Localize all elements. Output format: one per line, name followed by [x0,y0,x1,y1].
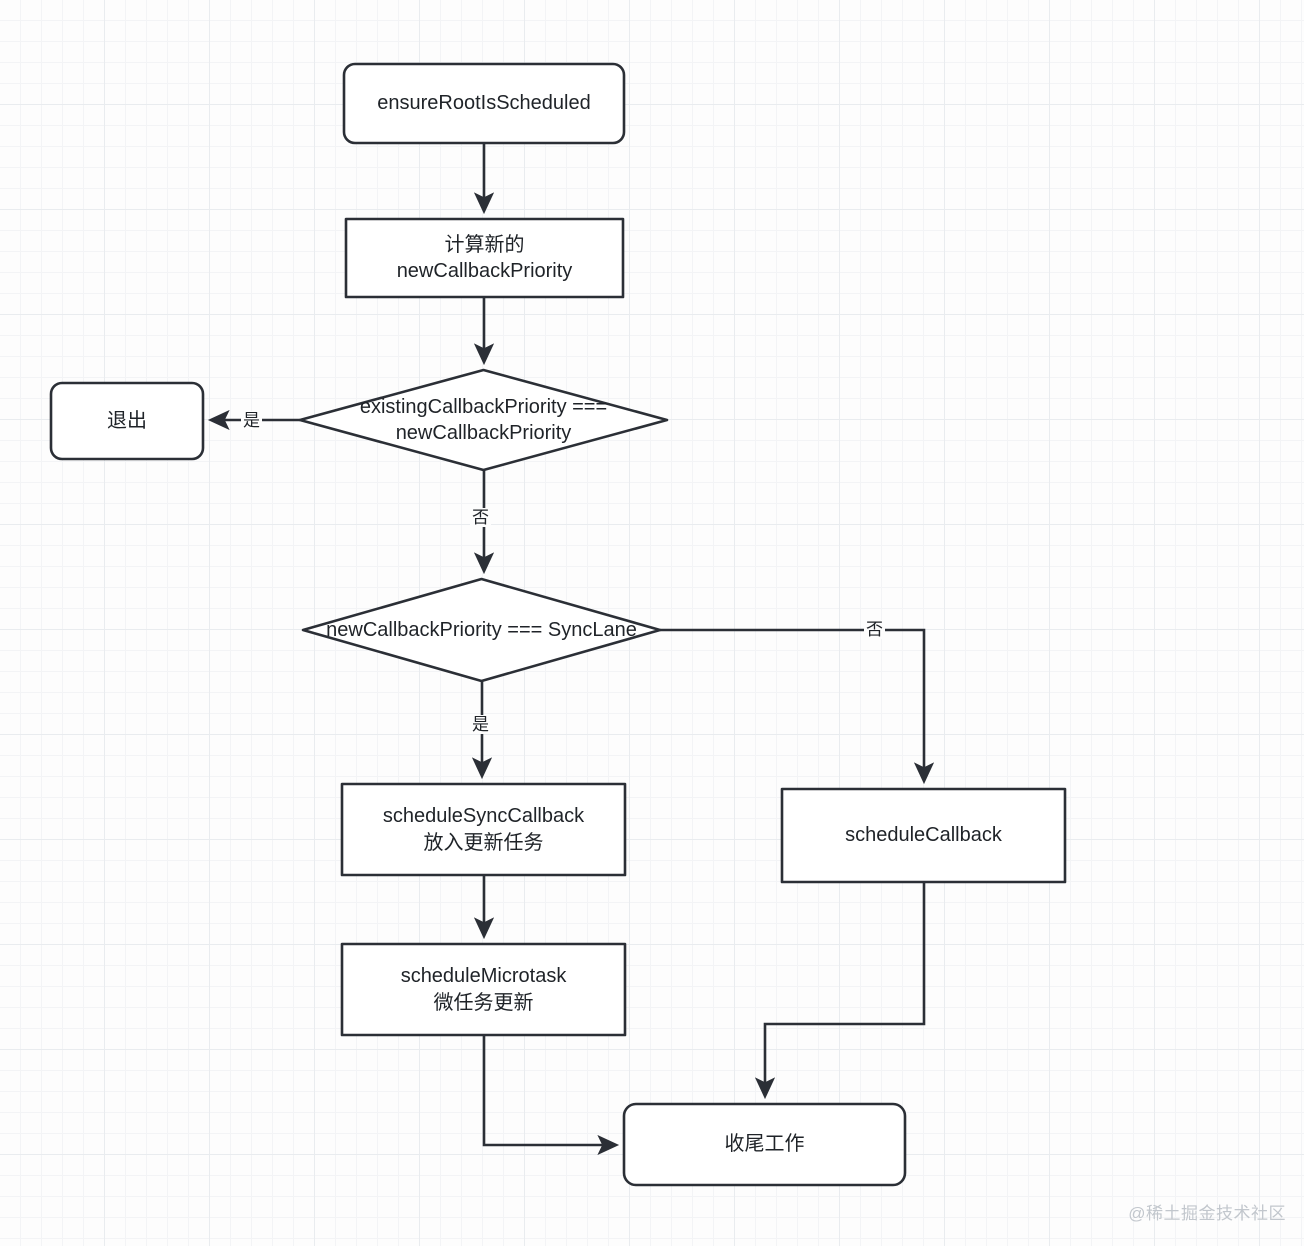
node-compute-new-callback-priority[interactable] [344,217,625,299]
edge-label-yes-to-sync-callback: 是 [470,715,491,734]
node-priority-equal-decision[interactable] [298,368,669,472]
node-ensure-root-is-scheduled[interactable] [342,62,626,145]
edge-schedule-callback-to-finish-work [754,882,926,1100]
edge-decision2-to-schedule-callback [660,628,935,785]
edge-microtask-to-finish-work [482,1035,620,1156]
edge-label-no-to-schedule-callback: 否 [864,620,885,639]
edge-label-no-to-sync-decision: 否 [470,508,491,527]
node-schedule-sync-callback[interactable] [340,782,627,877]
node-schedule-callback[interactable] [780,787,1067,884]
node-schedule-microtask[interactable] [340,942,627,1037]
watermark: @稀土掘金技术社区 [1128,1204,1286,1223]
node-exit[interactable] [49,381,205,461]
node-finish-work[interactable] [622,1102,907,1187]
edge-label-yes-exit: 是 [241,411,262,430]
node-is-sync-lane-decision[interactable] [301,577,662,683]
